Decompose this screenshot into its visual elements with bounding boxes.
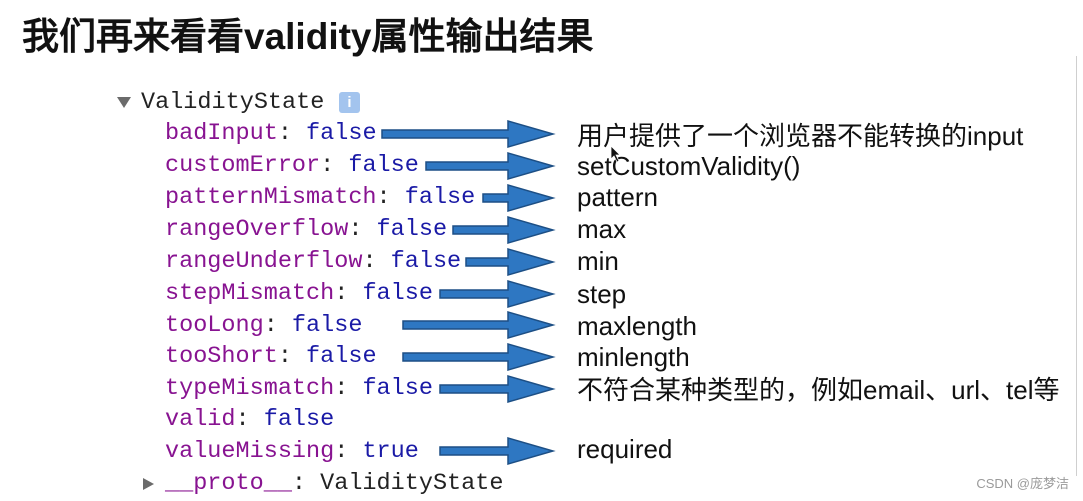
property-row-rangeoverflow: rangeOverflow: false [165, 214, 447, 246]
property-value: false [376, 216, 448, 243]
annotation-stepmismatch: step [577, 279, 627, 309]
right-arrow-icon [465, 248, 556, 276]
property-name: tooLong [165, 312, 264, 339]
property-value: false [306, 120, 377, 147]
property-row-typemismatch: typeMismatch: false [165, 373, 433, 405]
property-row-badinput: badInput: false [165, 118, 377, 150]
property-value: false [306, 343, 377, 370]
property-separator: : [263, 312, 278, 339]
proto-row[interactable]: __proto__: ValidityState [165, 468, 503, 500]
property-separator: : [320, 152, 335, 179]
property-row-tooshort: tooShort: false [165, 341, 377, 373]
property-value: false [348, 152, 419, 179]
right-arrow-icon [425, 152, 556, 180]
property-separator: : [334, 280, 349, 307]
tree-root-label[interactable]: ValidityState [141, 89, 325, 116]
property-name: valueMissing [165, 438, 335, 465]
property-separator: : [334, 438, 349, 465]
property-row-valuemissing: valueMissing: true [165, 436, 419, 468]
property-separator: : [376, 184, 391, 211]
property-separator: : [291, 470, 307, 497]
slide-border [1076, 56, 1077, 476]
right-arrow-icon [439, 280, 556, 308]
proto-value: ValidityState [320, 470, 504, 497]
property-value: false [362, 375, 433, 402]
property-separator: : [362, 248, 377, 275]
right-arrow-icon [402, 311, 556, 339]
annotation-rangeoverflow: max [577, 214, 627, 244]
property-name: customError [165, 152, 321, 179]
property-separator: : [277, 343, 292, 370]
annotation-valuemissing: required [577, 434, 673, 464]
property-value: false [390, 248, 462, 275]
property-name: tooShort [165, 343, 278, 370]
property-row-valid: valid: false [165, 404, 334, 436]
property-value: false [362, 280, 433, 307]
annotation-rangeunderflow: min [577, 246, 619, 276]
property-row-patternmismatch: patternMismatch: false [165, 182, 475, 214]
right-arrow-icon [381, 120, 556, 148]
property-name: rangeUnderflow [165, 248, 363, 275]
property-row-customerror: customError: false [165, 150, 419, 182]
right-arrow-icon [452, 216, 556, 244]
property-separator: : [334, 375, 349, 402]
annotation-customerror: setCustomValidity() [577, 151, 801, 181]
property-name: rangeOverflow [165, 216, 349, 243]
property-value: true [362, 438, 419, 465]
proto-name: __proto__ [165, 470, 292, 497]
property-value: false [404, 184, 476, 211]
annotation-badinput: 用户提供了一个浏览器不能转换的input [577, 121, 1024, 151]
property-separator: : [348, 216, 363, 243]
property-row-toolong: tooLong: false [165, 310, 362, 342]
property-name: valid [165, 406, 236, 433]
property-name: stepMismatch [165, 280, 335, 307]
right-arrow-icon [439, 375, 556, 403]
watermark: CSDN @庞梦洁 [976, 476, 1069, 491]
annotation-toolong: maxlength [577, 311, 697, 341]
property-name: badInput [165, 120, 278, 147]
right-arrow-icon [402, 343, 556, 371]
slide-title: 我们再来看看validity属性输出结果 [22, 16, 594, 57]
property-name: patternMismatch [165, 184, 377, 211]
annotation-tooshort: minlength [577, 342, 690, 372]
property-value: false [263, 406, 335, 433]
property-name: typeMismatch [165, 375, 335, 402]
right-arrow-icon [482, 184, 556, 212]
annotation-typemismatch: 不符合某种类型的，例如email、url、tel等 [577, 375, 1060, 405]
right-arrow-icon [439, 437, 556, 465]
info-icon[interactable]: i [339, 92, 360, 113]
triangle-right-icon[interactable] [143, 478, 154, 490]
triangle-down-icon[interactable] [117, 97, 131, 108]
property-separator: : [235, 406, 250, 433]
property-value: false [291, 312, 363, 339]
annotation-patternmismatch: pattern [577, 182, 658, 212]
property-row-rangeunderflow: rangeUnderflow: false [165, 246, 461, 278]
property-row-stepmismatch: stepMismatch: false [165, 278, 433, 310]
property-separator: : [277, 120, 292, 147]
